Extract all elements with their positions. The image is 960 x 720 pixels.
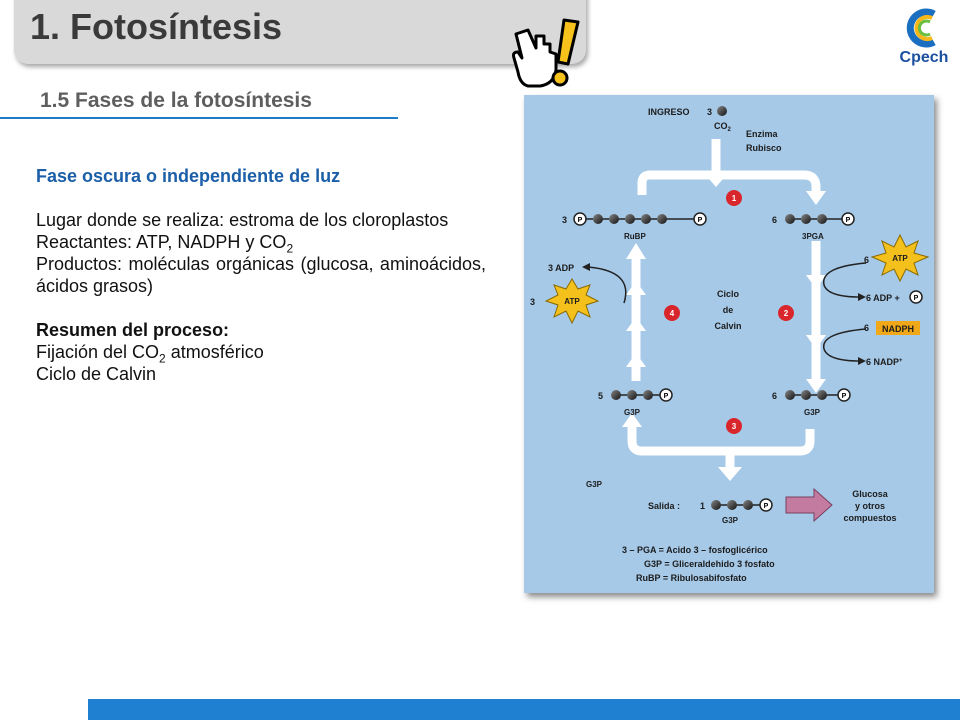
- g3p-left-molecule: 5 P G3P: [598, 388, 673, 417]
- title-bar: [14, 0, 586, 64]
- section-subtitle: 1.5 Fases de la fotosíntesis: [40, 89, 312, 112]
- step-marker-1: 1: [726, 190, 742, 206]
- co2-label: CO2: [714, 121, 732, 133]
- pga-molecule: 6 P 3PGA: [772, 212, 855, 241]
- enzyme-label-2: Rubisco: [746, 143, 782, 153]
- ingreso-label: INGRESO: [648, 107, 690, 117]
- subtitle-underline: [0, 117, 398, 119]
- svg-text:G3P: G3P: [804, 408, 821, 417]
- legend-g3p: G3P = Gliceraldehido 3 fosfato: [644, 559, 775, 569]
- legend-pga: 3 – PGA = Acido 3 – fosfoglicérico: [622, 545, 768, 555]
- atp-right-star: ATP: [870, 233, 930, 283]
- svg-text:P: P: [764, 503, 769, 510]
- cycle-center-3: Calvin: [714, 321, 741, 331]
- legend-rubp: RuBP = Ribulosabifosfato: [636, 573, 747, 583]
- nadp-label: 6 NADP+: [866, 357, 903, 367]
- adp-right-label: 6 ADP +: [866, 293, 900, 303]
- step-marker-2: 2: [778, 305, 794, 321]
- svg-text:6: 6: [864, 323, 869, 333]
- calvin-cycle-diagram: INGRESO 3 CO2 Enzima Rubisco 1 2 3 4 3 P…: [524, 95, 934, 593]
- svg-text:2: 2: [784, 309, 789, 318]
- g3p-side-label: G3P: [586, 480, 603, 489]
- summary-title: Resumen del proceso:: [36, 320, 230, 340]
- svg-text:1: 1: [700, 501, 705, 511]
- g3p-right-molecule: 6 P G3P: [772, 388, 851, 417]
- svg-text:4: 4: [670, 309, 675, 318]
- enzyme-label-1: Enzima: [746, 129, 779, 139]
- co2-bead: [717, 106, 727, 116]
- svg-text:3: 3: [530, 297, 535, 307]
- svg-text:6: 6: [772, 215, 777, 225]
- svg-text:P: P: [664, 393, 669, 400]
- exit-label: Salida :: [648, 501, 680, 511]
- svg-text:P: P: [842, 393, 847, 400]
- cycle-arrowheads: [622, 173, 826, 481]
- svg-text:6: 6: [864, 255, 869, 265]
- summary-item-fixation: Fijación del CO2 atmosférico: [36, 342, 264, 366]
- svg-text:1: 1: [732, 194, 737, 203]
- step-marker-4: 4: [664, 305, 680, 321]
- page-title: 1. Fotosíntesis: [30, 6, 283, 47]
- svg-text:y otros: y otros: [855, 501, 885, 511]
- atp-left-star: ATP: [544, 278, 600, 325]
- products-line: Productos: moléculas orgánicas (glucosa,…: [36, 254, 486, 296]
- svg-text:P: P: [846, 217, 851, 224]
- content-text: Fase oscura o independiente de luz Lugar…: [36, 165, 486, 385]
- cpech-logo-icon: Cpech: [900, 8, 949, 66]
- svg-text:3: 3: [562, 215, 567, 225]
- svg-text:compuestos: compuestos: [843, 513, 896, 523]
- svg-text:G3P: G3P: [722, 516, 739, 525]
- svg-text:RuBP: RuBP: [624, 232, 646, 241]
- svg-text:Glucosa: Glucosa: [852, 489, 889, 499]
- cycle-center-1: Ciclo: [717, 289, 740, 299]
- phase-title: Fase oscura o independiente de luz: [36, 166, 341, 186]
- svg-text:ATP: ATP: [892, 254, 908, 263]
- adp-left-label: 3 ADP: [548, 263, 574, 273]
- summary-item-calvin: Ciclo de Calvin: [36, 364, 157, 384]
- rubp-molecule: 3 P P RuBP: [562, 212, 707, 241]
- place-line: Lugar donde se realiza: estroma de los c…: [36, 210, 449, 230]
- svg-text:5: 5: [598, 391, 603, 401]
- svg-text:P: P: [698, 217, 703, 224]
- atp-right-arrow: [823, 262, 867, 298]
- svg-text:NADPH: NADPH: [882, 324, 914, 334]
- nadph-arrow: [823, 328, 867, 362]
- cycle-center-2: de: [723, 305, 734, 315]
- svg-text:3: 3: [732, 422, 737, 431]
- svg-text:P: P: [914, 295, 919, 302]
- output-arrow: [785, 487, 833, 523]
- nadph-box: [876, 321, 920, 335]
- svg-text:Cpech: Cpech: [900, 49, 949, 66]
- reactants-line: Reactantes: ATP, NADPH y CO2: [36, 232, 294, 256]
- svg-text:3PGA: 3PGA: [802, 232, 824, 241]
- g3p-exit-molecule: 1 P G3P: [700, 498, 773, 525]
- svg-text:6: 6: [772, 391, 777, 401]
- svg-text:P: P: [578, 217, 583, 224]
- svg-text:ATP: ATP: [564, 297, 580, 306]
- svg-text:3: 3: [707, 107, 712, 117]
- svg-text:G3P: G3P: [624, 408, 641, 417]
- pointing-hand-icon: [512, 18, 580, 88]
- step-marker-3: 3: [726, 418, 742, 434]
- footer-bar: [88, 699, 960, 720]
- adp-left-arrow: [587, 266, 627, 304]
